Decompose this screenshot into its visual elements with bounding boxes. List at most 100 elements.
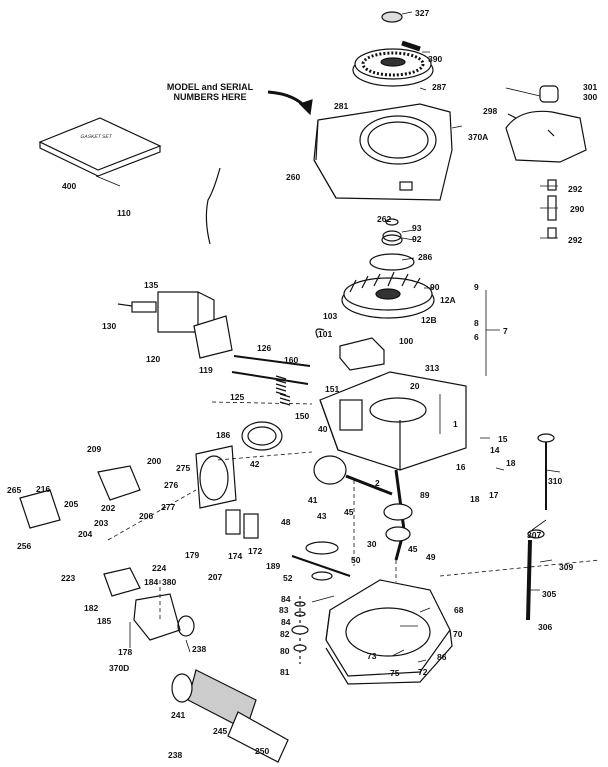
part-number-label: 9	[474, 282, 479, 292]
part-number-label: 92	[412, 234, 422, 244]
part-number-label: 223	[61, 573, 76, 583]
part-number-label: 12A	[440, 295, 456, 305]
part-number-label: 370D	[109, 663, 130, 673]
part-number-label: 309	[559, 562, 574, 572]
part-number-label: 12B	[421, 315, 437, 325]
part-number-label: 126	[257, 343, 272, 353]
part-number-label: 313	[425, 363, 440, 373]
ground-wire	[205, 167, 221, 245]
part-number-label: 81	[280, 667, 290, 677]
part-number-label: 40	[318, 424, 328, 434]
cylinder-block	[319, 371, 467, 471]
part-number-label: 292	[568, 235, 583, 245]
part-number-label: 250	[255, 746, 270, 756]
part-number-label: 125	[230, 392, 245, 402]
part-number-label: 209	[87, 444, 102, 454]
part-number-label: 260	[286, 172, 301, 182]
part-number-label: 68	[454, 605, 464, 615]
part-number-label: 300	[583, 92, 598, 102]
part-number-label: 82	[280, 629, 290, 639]
part-number-label: 182	[84, 603, 99, 613]
part-number-label: 277	[161, 502, 176, 512]
control-bracket	[19, 489, 61, 529]
piston	[313, 455, 347, 485]
model-serial-callout: MODEL and SERIAL NUMBERS HERE	[150, 82, 270, 103]
part-number-label: 101	[318, 329, 333, 339]
valve-lower	[231, 371, 309, 385]
part-number-label: 245	[213, 726, 228, 736]
part-number-label: 52	[283, 573, 293, 583]
part-number-label: 90	[430, 282, 440, 292]
part-number-label: 80	[280, 646, 290, 656]
muffler	[195, 445, 237, 509]
part-number-label: 41	[308, 495, 318, 505]
part-number-label: 84	[281, 594, 291, 604]
part-number-label: 30	[367, 539, 377, 549]
part-number-label: 216	[36, 484, 51, 494]
part-number-label: 310	[548, 476, 563, 486]
part-number-label: 130	[102, 321, 117, 331]
part-number-label: 18	[506, 458, 516, 468]
part-number-label: 17	[489, 490, 499, 500]
part-number-label: 400	[62, 181, 77, 191]
part-number-label: 241	[171, 710, 186, 720]
part-number-label: 7	[503, 326, 508, 336]
part-number-label: 48	[281, 517, 291, 527]
part-number-label: 150	[295, 411, 310, 421]
callout-line-2: NUMBERS HERE	[173, 92, 247, 103]
part-number-label: 160	[284, 355, 299, 365]
part-number-label: 186	[216, 430, 231, 440]
part-number-label: 2	[375, 478, 380, 488]
part-number-label: 292	[568, 184, 583, 194]
part-number-label: 184	[144, 577, 159, 587]
governor-plate	[97, 465, 141, 501]
starter-cap	[381, 11, 403, 23]
part-number-label: 205	[64, 499, 79, 509]
part-number-label: 75	[390, 668, 400, 678]
part-number-label: 207	[208, 572, 223, 582]
valve-upper	[233, 355, 311, 367]
gasket-set	[38, 117, 162, 171]
gasket-set-label: GASKET SET	[79, 134, 113, 140]
part-number-label: 301	[583, 82, 598, 92]
part-number-label: 49	[426, 552, 436, 562]
part-number-label: 185	[97, 616, 112, 626]
part-number-label: 276	[164, 480, 179, 490]
intake-gasket	[193, 315, 233, 359]
part-number-label: 119	[199, 365, 213, 375]
part-number-label: 100	[399, 336, 414, 346]
part-number-label: 380	[162, 577, 177, 587]
part-number-label: 178	[118, 647, 133, 657]
sump	[325, 579, 453, 685]
part-number-label: 72	[418, 667, 428, 677]
part-number-label: 174	[228, 551, 243, 561]
part-number-label: 204	[78, 529, 93, 539]
part-number-label: 172	[248, 546, 263, 556]
flywheel	[341, 271, 435, 319]
ignition-module	[315, 328, 385, 371]
part-number-label: 8	[474, 318, 479, 328]
part-number-label: 298	[483, 106, 498, 116]
fan-grill	[369, 253, 415, 271]
part-number-label: 110	[117, 208, 131, 218]
part-number-label: 45	[408, 544, 418, 554]
part-number-label: 305	[542, 589, 557, 599]
part-number-label: 135	[144, 280, 159, 290]
part-number-label: 1	[453, 419, 458, 429]
fill-tube	[526, 539, 532, 621]
part-number-label: 14	[490, 445, 500, 455]
part-number-label: 89	[420, 490, 430, 500]
part-number-label: 16	[456, 462, 466, 472]
crankshaft	[383, 469, 413, 561]
part-number-label: 306	[538, 622, 553, 632]
part-number-label: 50	[351, 555, 361, 565]
part-number-label: 86	[437, 652, 447, 662]
part-number-label: 84	[281, 617, 291, 627]
part-number-label: 238	[168, 750, 183, 760]
part-number-label: 43	[317, 511, 327, 521]
part-number-label: 20	[410, 381, 420, 391]
part-number-label: 281	[334, 101, 349, 111]
part-number-label: 238	[192, 644, 207, 654]
part-number-label: 200	[147, 456, 162, 466]
